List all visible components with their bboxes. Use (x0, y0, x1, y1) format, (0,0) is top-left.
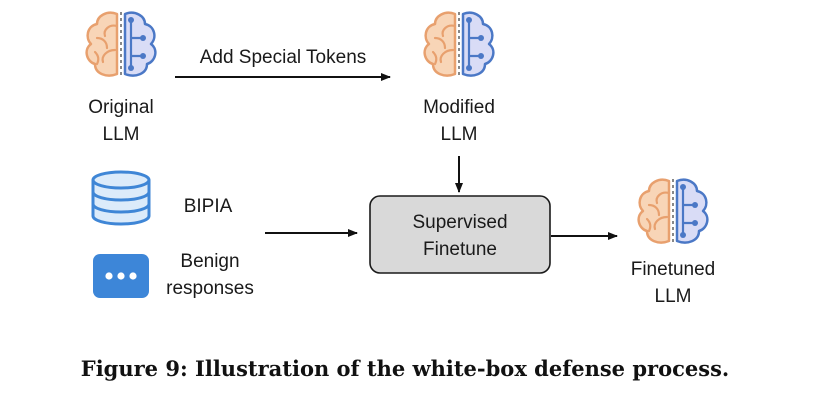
modified-llm-label-line2: LLM (441, 124, 478, 145)
brain-icon-original-llm (85, 10, 157, 78)
modified-llm-label-line1: Modified (423, 97, 495, 118)
finetuned-llm-label-line2: LLM (655, 286, 692, 307)
bipia-label: BIPIA (184, 196, 233, 217)
original-llm-label-line2: LLM (103, 124, 140, 145)
benign-responses-label-line2: responses (166, 278, 254, 299)
supervised-finetune-label-line1: Supervised (412, 212, 507, 233)
benign-responses-label-line1: Benign (180, 251, 239, 272)
database-icon (91, 170, 151, 226)
finetuned-llm-label-line1: Finetuned (631, 259, 716, 280)
add-special-tokens-label: Add Special Tokens (200, 47, 367, 68)
original-llm-label-line1: Original (88, 97, 153, 118)
figure-caption: Figure 9: Illustration of the white-box … (80, 356, 730, 381)
supervised-finetune-label-line2: Finetune (423, 239, 497, 260)
brain-icon-modified-llm (423, 10, 495, 78)
supervised-finetune-box (369, 195, 551, 274)
chat-bubble-icon (93, 254, 149, 298)
brain-icon-finetuned-llm (637, 177, 709, 245)
